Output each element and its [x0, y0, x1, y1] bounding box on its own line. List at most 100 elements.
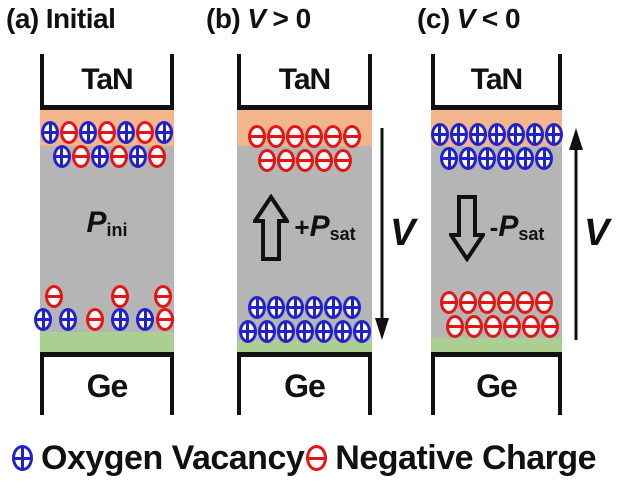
panel-c-label: (c) [417, 3, 450, 34]
oxygen-vacancy-icon [440, 147, 458, 170]
oxygen-vacancy-icon [90, 145, 109, 168]
tan-label: TaN [470, 62, 523, 96]
tan-label: TaN [81, 62, 133, 96]
negative-charge-icon [516, 291, 534, 314]
charge-row [431, 147, 562, 170]
panel-a-oxide-film: Pini [34, 110, 176, 352]
negative-charge-icon [111, 285, 129, 308]
negative-charge-icon [535, 291, 553, 314]
negative-charge-icon [306, 445, 328, 471]
negative-charge-icon [314, 149, 333, 172]
panel-a-tan-electrode: TaN [40, 54, 174, 110]
charge-row [237, 149, 372, 172]
negative-charge-icon [257, 149, 276, 172]
oxygen-vacancy-icon [535, 147, 553, 170]
charge-row [34, 308, 174, 331]
voltage-label: V [390, 212, 416, 254]
negative-charge-icon [154, 285, 172, 308]
bottom-interface-layer [237, 340, 372, 352]
negative-charge-icon [156, 308, 174, 331]
oxygen-vacancy-icon [59, 308, 77, 331]
voltage-down-arrow-icon [375, 128, 389, 340]
oxygen-vacancy-icon [305, 296, 323, 319]
oxygen-vacancy-icon [286, 296, 304, 319]
panel-a-ge-electrode: Ge [40, 352, 174, 415]
charge-row [431, 291, 562, 314]
top-interface-layer [40, 110, 174, 146]
negative-charge-icon [440, 291, 458, 314]
panel-c-polarization: -Psat [431, 194, 562, 262]
charge-row [237, 296, 372, 319]
charge-row [40, 285, 174, 308]
negative-charge-icon [478, 291, 496, 314]
panel-c-voltage-arrow: V [566, 128, 609, 340]
panel-c-title: (c)V< 0 [417, 3, 521, 34]
negative-charge-icon [522, 315, 540, 338]
ge-label: Ge [86, 367, 129, 404]
oxygen-vacancy-icon [324, 296, 342, 319]
oxygen-vacancy-icon [248, 296, 266, 319]
panel-b-polarization: +Psat [237, 194, 372, 262]
charge-row [42, 145, 176, 168]
panel-c-ge-electrode: Ge [431, 352, 562, 415]
negative-charge-icon [276, 149, 295, 172]
negative-charge-icon [86, 308, 104, 331]
p-sat-positive-label: +Psat [294, 210, 356, 245]
tan-label: TaN [278, 62, 331, 96]
panel-a-label: (a) [6, 3, 39, 34]
negative-charge-icon [446, 315, 464, 338]
oxygen-vacancy-icon [516, 147, 534, 170]
negative-charge-icon [459, 291, 477, 314]
p-sat-negative-label: -Psat [489, 210, 545, 245]
panel-b-label: (b) [206, 3, 241, 34]
panel-b-voltage-arrow: V [372, 128, 415, 340]
oxygen-vacancy-icon [34, 308, 52, 331]
negative-charge-icon [541, 315, 559, 338]
oxygen-vacancy-icon [478, 147, 496, 170]
oxygen-vacancy-icon [459, 147, 477, 170]
negative-charge-icon [484, 315, 502, 338]
legend: Oxygen Vacancy Negative Charge [12, 437, 597, 479]
negative-charge-icon [147, 145, 166, 168]
oxygen-vacancy-icon [497, 147, 515, 170]
top-interface-layer [431, 110, 562, 146]
voltage-label: V [584, 212, 610, 254]
top-interface-layer [237, 110, 372, 146]
panel-b-stack: TaN +Psat V Ge [237, 54, 415, 415]
bottom-interface-layer [431, 338, 562, 352]
negative-charge-icon [109, 145, 128, 168]
oxygen-vacancy-icon [343, 296, 361, 319]
panel-c-stack: TaN -Psat V Ge [430, 54, 609, 415]
oxygen-vacancy-icon [111, 308, 129, 331]
panel-b-ge-electrode: Ge [237, 352, 372, 415]
panel-b-tan-electrode: TaN [237, 54, 372, 110]
oxygen-vacancy-icon [136, 308, 154, 331]
negative-charge-icon [295, 149, 314, 172]
oxygen-vacancy-icon [52, 145, 71, 168]
bottom-interface-layer [40, 332, 174, 352]
negative-charge-icon [465, 315, 483, 338]
oxygen-vacancy-icon [128, 145, 147, 168]
ge-label: Ge [284, 367, 326, 404]
negative-charge-icon [497, 291, 515, 314]
negative-charge-icon [333, 149, 352, 172]
oxygen-vacancy-label: Oxygen Vacancy [41, 438, 305, 477]
panel-a-title: (a)Initial [6, 3, 116, 34]
oxygen-vacancy-icon [267, 296, 285, 319]
panel-c-oxide-film: -Psat V [430, 110, 609, 352]
panel-a-polarization: Pini [40, 206, 174, 241]
negative-charge-label: Negative Charge [335, 438, 597, 477]
negative-charge-icon [45, 285, 63, 308]
panel-c-tan-electrode: TaN [431, 54, 562, 110]
panel-b-title: (b)V> 0 [206, 3, 311, 34]
oxygen-vacancy-icon [12, 445, 33, 471]
voltage-up-arrow-icon [569, 128, 583, 340]
panel-a-stack: TaN Pini Ge [34, 54, 176, 415]
charge-row [437, 315, 568, 338]
ge-label: Ge [476, 367, 518, 404]
polarization-up-arrow-icon [253, 194, 290, 261]
p-ini-label: Pini [86, 206, 128, 241]
negative-charge-icon [71, 145, 90, 168]
panel-b-oxide-film: +Psat V [237, 110, 415, 352]
